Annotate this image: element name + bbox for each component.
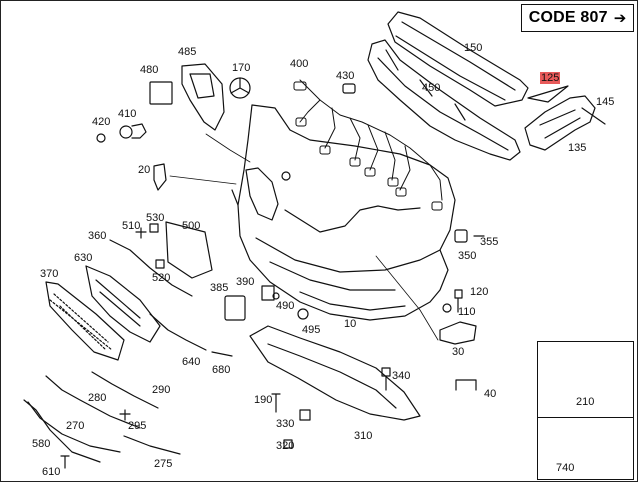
part-270-strip [27, 401, 121, 453]
part-340-bolt [381, 367, 391, 391]
part-190-screw [271, 393, 281, 413]
part-150-upper-carrier [387, 11, 529, 107]
label-580: 580 [32, 438, 51, 450]
part-630-grille [85, 265, 161, 343]
part-290-strip [91, 371, 159, 409]
label-410: 410 [118, 108, 137, 120]
part-530-clip [149, 223, 159, 233]
label-510: 510 [122, 220, 141, 232]
label-420: 420 [92, 116, 111, 128]
label-450: 450 [422, 82, 441, 94]
label-320: 320 [276, 440, 295, 452]
part-500-plate-mount [165, 221, 213, 279]
code-label: CODE 807 [528, 9, 608, 26]
part-450-inner-support [367, 39, 521, 161]
label-145: 145 [596, 96, 615, 108]
part-145-strip [581, 107, 606, 125]
inset-panel-740 [537, 418, 634, 480]
label-310: 310 [354, 430, 373, 442]
label-270: 270 [66, 420, 85, 432]
part-390-clip [261, 285, 275, 301]
label-150: 150 [464, 42, 483, 54]
label-680: 680 [212, 364, 231, 376]
label-190: 190 [254, 394, 273, 406]
part-495-nut [297, 308, 309, 320]
part-360-strip [109, 239, 193, 297]
label-350: 350 [458, 250, 477, 262]
label-125-highlighted: 125 [540, 72, 561, 84]
part-485-bracket [181, 63, 225, 131]
part-370-lower-mesh [45, 281, 125, 361]
label-40: 40 [484, 388, 497, 400]
label-135: 135 [568, 142, 587, 154]
label-530: 530 [146, 212, 165, 224]
code-box: CODE 807 ➔ [521, 4, 634, 32]
part-640-strip [149, 313, 207, 351]
label-385: 385 [210, 282, 229, 294]
part-610-screw [60, 455, 70, 469]
part-280-strip [45, 375, 141, 429]
part-400-wiring-harness [293, 79, 443, 211]
part-420-ring [96, 133, 106, 143]
part-310-undertray [249, 325, 421, 421]
label-520: 520 [152, 272, 171, 284]
label-430: 430 [336, 70, 355, 82]
part-410-sensor [119, 123, 147, 139]
part-680-clip [211, 351, 233, 357]
label-340: 340 [392, 370, 411, 382]
label-630: 630 [74, 252, 93, 264]
label-120: 120 [470, 286, 489, 298]
part-330-clip [299, 409, 311, 421]
label-10: 10 [344, 318, 357, 330]
label-355: 355 [480, 236, 499, 248]
part-385-bracket [224, 295, 246, 321]
label-170: 170 [232, 62, 251, 74]
label-500: 500 [182, 220, 201, 232]
part-350-clip [454, 229, 468, 243]
label-30: 30 [452, 346, 465, 358]
part-275-strip [123, 435, 181, 455]
part-20-cover [153, 163, 167, 191]
label-330: 330 [276, 418, 295, 430]
part-510-screw [135, 227, 147, 239]
label-370: 370 [40, 268, 59, 280]
part-430-connector [342, 83, 356, 94]
part-135-side-bracket [524, 95, 596, 151]
label-280: 280 [88, 392, 107, 404]
label-740: 740 [556, 462, 575, 474]
label-610: 610 [42, 466, 61, 478]
part-580-strip [23, 399, 101, 463]
label-20: 20 [138, 164, 151, 176]
label-400: 400 [290, 58, 309, 70]
label-485: 485 [178, 46, 197, 58]
part-490-nut [272, 292, 280, 300]
label-360: 360 [88, 230, 107, 242]
part-520-clip [155, 259, 165, 269]
label-210: 210 [576, 396, 595, 408]
part-120-bolt [454, 289, 463, 313]
part-40-bracket [455, 379, 477, 391]
label-495: 495 [302, 324, 321, 336]
label-110: 110 [458, 306, 476, 318]
arrow-right-icon: ➔ [613, 10, 627, 27]
label-275: 275 [154, 458, 173, 470]
part-110-clip [442, 303, 452, 313]
label-480: 480 [140, 64, 159, 76]
label-295: 295 [128, 420, 147, 432]
part-10-bumper-cover [231, 104, 456, 321]
part-30-cover [439, 321, 477, 345]
part-295-screw [119, 409, 131, 421]
label-640: 640 [182, 356, 201, 368]
label-490: 490 [276, 300, 295, 312]
label-290: 290 [152, 384, 171, 396]
part-480-module [149, 81, 173, 105]
part-320-bolt [283, 439, 293, 449]
label-390: 390 [236, 276, 255, 288]
part-125-bracket [527, 85, 569, 103]
inset-panel-210 [537, 341, 634, 418]
